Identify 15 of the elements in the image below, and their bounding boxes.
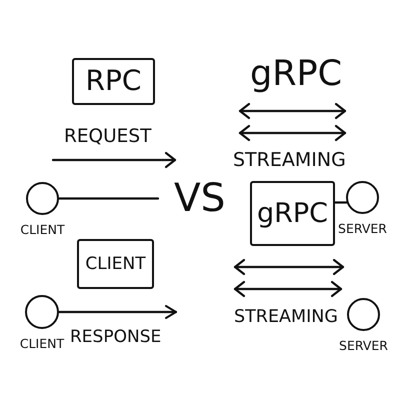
node-caption: SERVER bbox=[339, 340, 388, 352]
versus-text: VS bbox=[174, 179, 226, 218]
connector-line bbox=[58, 197, 160, 200]
title-box: CLIENT bbox=[77, 239, 154, 289]
arrow-label: REQUEST bbox=[64, 128, 152, 146]
node-caption: CLIENT bbox=[20, 224, 65, 236]
arrow-label: STREAMING bbox=[233, 151, 346, 170]
connector-line bbox=[334, 201, 348, 204]
arrow-label: STREAMING bbox=[234, 309, 338, 326]
title-box: gRPC bbox=[250, 181, 335, 246]
node-caption: CLIENT bbox=[20, 338, 64, 350]
arrow bbox=[58, 305, 178, 319]
heading: gRPC bbox=[250, 57, 342, 92]
title-box: RPC bbox=[72, 58, 155, 105]
node-caption: SERVER bbox=[338, 223, 387, 236]
